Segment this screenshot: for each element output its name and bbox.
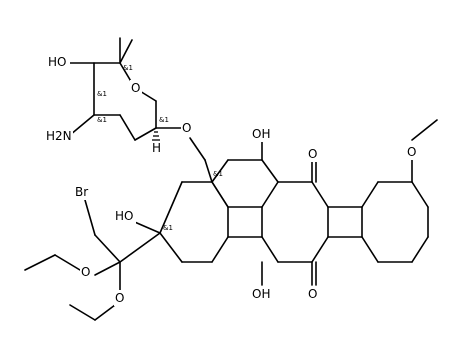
nh2-bond	[69, 114, 95, 136]
ring-d	[327, 181, 429, 263]
anomeric-h-hash	[152, 131, 160, 141]
atom-nh2: H2N	[46, 129, 72, 143]
stereo-label-5: &1	[213, 170, 223, 178]
atom-o-glyco: O	[182, 121, 191, 135]
atom-ho-c9: HO	[115, 209, 133, 223]
c9-acetal-bond	[119, 232, 161, 263]
ethoxy-1-o-bond	[94, 261, 121, 276]
atom-o-ketone-top: O	[308, 147, 317, 161]
stereo-label-1: &1	[123, 64, 133, 72]
stereo-label-3: &1	[97, 116, 107, 124]
atom-oh-bottom: OH	[252, 287, 270, 301]
stereo-label-6: &1	[163, 224, 173, 232]
atom-h-anomeric: H	[152, 141, 161, 155]
ring-b	[211, 159, 279, 263]
ethoxy-1-ch2	[54, 254, 81, 271]
atom-o-ethoxy-2: O	[115, 291, 124, 305]
br-bond	[84, 199, 96, 236]
atom-oh-top: OH	[252, 127, 270, 141]
ethoxy-1-ch3	[24, 254, 56, 271]
atom-ho-sugar: HO	[48, 55, 66, 69]
ethoxy-2-ch2	[94, 304, 116, 321]
o-c7-bond	[189, 137, 206, 161]
c7-bond	[204, 159, 213, 183]
ethoxy-2-ch3	[69, 304, 96, 321]
ring-c	[277, 181, 329, 263]
stereo-label-2: &1	[97, 90, 107, 98]
atom-br: Br	[75, 185, 88, 199]
atom-o-ring: O	[131, 81, 140, 95]
ring-a	[159, 181, 229, 263]
atom-o-ketone-bottom: O	[308, 287, 317, 301]
ch2br-bond	[94, 234, 121, 263]
stereo-label-4: &1	[159, 116, 169, 124]
methyl-methoxy-bond	[411, 119, 438, 141]
atom-o-methoxy: O	[407, 145, 416, 159]
atom-o-ethoxy-1: O	[81, 265, 90, 279]
